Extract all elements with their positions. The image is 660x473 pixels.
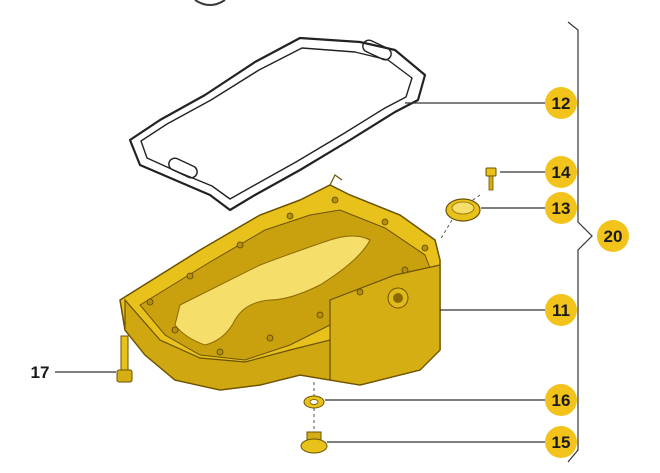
callout-badge-20: 20 [597,220,629,252]
alignment-lines [313,194,481,432]
callout-label-14: 14 [552,163,571,182]
oil-pan-gasket [128,36,427,212]
partial-part-top [194,0,226,6]
callout-badge-16: 16 [545,384,577,416]
callout-badge-11: 11 [545,294,577,326]
small-bolt [485,167,497,191]
callout-label-11: 11 [552,301,570,320]
cover-plate [445,198,481,222]
callout-badge-14: 14 [545,156,577,188]
washer [303,395,325,409]
leader-lines [55,102,545,443]
callout-label-20: 20 [604,227,623,246]
callout-label-15: 15 [552,433,571,452]
oil-pan [119,174,441,391]
callout-badge-15: 15 [545,426,577,458]
assembly-bracket [567,21,593,463]
callout-badge-13: 13 [545,192,577,224]
callout-label-16: 16 [552,391,571,410]
callout-label-12: 12 [552,94,571,113]
pan-bolt [116,335,133,383]
callout-label-13: 13 [552,199,571,218]
label-17: 17 [31,363,50,382]
drain-plug [300,431,328,454]
callout-badge-12: 12 [545,87,577,119]
